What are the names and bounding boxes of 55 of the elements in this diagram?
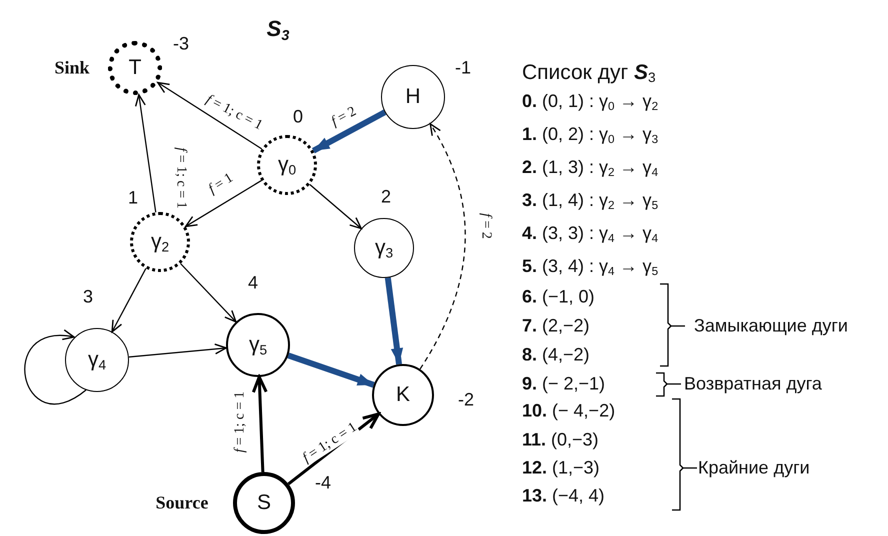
- graph-node-circle: γ$_{2}$: [130, 212, 190, 272]
- arc-list-item: 2. (1, 3) : γ$_{2}$ → γ$_{4}$: [522, 157, 658, 179]
- graph-node-circle: H: [381, 65, 445, 129]
- arc-list-item: 7. (2,−2): [522, 316, 590, 336]
- graph-node-circle: T: [108, 41, 162, 95]
- node-value: -2: [458, 390, 474, 410]
- arrow: [287, 352, 375, 388]
- node-caption: Source: [156, 492, 208, 514]
- node-value: -3: [173, 34, 189, 54]
- group-label: Замыкающие дуги: [694, 316, 848, 336]
- list-heading: Список дуг S$_{3}$: [522, 60, 656, 86]
- arc-list-item: 11. (0,−3): [522, 430, 599, 450]
- arrow: [128, 344, 227, 358]
- arc-list-item: 6. (−1, 0): [522, 286, 595, 308]
- arc-list-item: 5. (3, 4) : γ$_{4}$ → γ$_{5}$: [522, 256, 658, 278]
- arrow: [157, 82, 262, 150]
- node-value: -1: [455, 58, 471, 78]
- arc-list-item: 9. (− 2,−1): [522, 374, 606, 394]
- arc-list-item: 10. (− 4,−2): [522, 400, 616, 422]
- graph-node-circle: γ$_{3}$: [354, 218, 414, 278]
- group-label: Возвратная дуга: [684, 374, 822, 394]
- arrow: [420, 123, 466, 370]
- edge-label: f = 2: [478, 212, 494, 240]
- arrow: [309, 184, 362, 230]
- arrow: [24, 330, 86, 405]
- edge-label: f = 1; c = 1: [232, 390, 248, 454]
- arc-list-item: 3. (1, 4) : γ$_{2}$ → γ$_{5}$: [522, 190, 658, 212]
- node-value: 0: [293, 106, 303, 128]
- arrow: [384, 277, 404, 365]
- arrow: [184, 180, 262, 228]
- node-value: 2: [381, 186, 391, 208]
- graph-node-circle: K: [372, 364, 434, 426]
- node-value: 1: [128, 188, 138, 208]
- graph-node-circle: γ$_{4}$: [65, 328, 129, 392]
- edge-label: f = 1; c = 1: [173, 146, 189, 210]
- arc-list-item: 12. (1,−3): [522, 458, 600, 478]
- node-caption: Sink: [54, 58, 90, 78]
- arrow: [111, 268, 146, 332]
- node-value: 4: [248, 272, 258, 294]
- arrow: [252, 375, 268, 472]
- arrow: [312, 110, 386, 154]
- diagram-title: S$_{3}$: [266, 16, 290, 44]
- arrow: [180, 263, 237, 323]
- graph-node-circle: γ$_{5}$: [226, 313, 290, 377]
- node-value: 3: [83, 286, 93, 308]
- arc-list-item: 8. (4,−2): [522, 344, 590, 366]
- graph-node-circle: γ$_{0}$: [257, 135, 317, 195]
- graph-node-circle: S: [233, 472, 295, 534]
- arrow: [134, 94, 156, 212]
- arc-list-item: 0. (0, 1) : γ$_{0}$ → γ$_{2}$: [522, 91, 658, 113]
- arc-list-item: 13. (−4, 4): [522, 486, 605, 506]
- node-value: -4: [315, 472, 331, 494]
- arc-list-item: 4. (3, 3) : γ$_{4}$ → γ$_{4}$: [522, 223, 658, 245]
- group-label: Крайние дуги: [698, 458, 810, 478]
- arc-list-item: 1. (0, 2) : γ$_{0}$ → γ$_{3}$: [522, 124, 658, 146]
